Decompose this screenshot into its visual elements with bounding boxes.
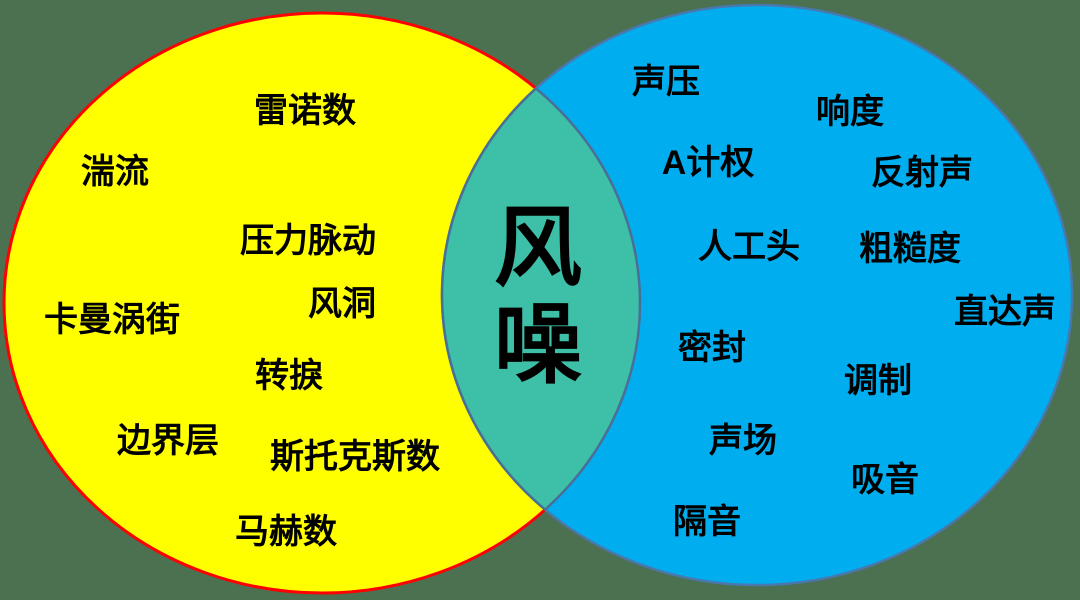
- overlap-lens-right-arc: [442, 11, 642, 585]
- acoustics-term: 粗糙度: [859, 230, 961, 268]
- fluid-dynamics-term: 斯托克斯数: [270, 438, 440, 476]
- overlap-title-wind-noise: 风 噪: [494, 199, 582, 393]
- acoustics-term: 响度: [816, 93, 884, 131]
- fluid-dynamics-term: 压力脉动: [240, 222, 376, 260]
- fluid-dynamics-term: 边界层: [117, 422, 219, 460]
- acoustics-term: 隔音: [673, 503, 741, 541]
- acoustics-term: 人工头: [698, 228, 800, 266]
- acoustics-term: 密封: [678, 329, 746, 367]
- acoustics-term: 调制: [844, 362, 912, 400]
- fluid-dynamics-term: 湍流: [81, 153, 149, 191]
- overlap-title-line2: 噪: [493, 295, 583, 394]
- fluid-dynamics-term: 风洞: [308, 285, 376, 323]
- acoustics-term: 声压: [632, 63, 700, 101]
- overlap-title-line1: 风: [493, 198, 583, 297]
- acoustics-term: A计权: [661, 144, 755, 182]
- fluid-dynamics-term: 转捩: [255, 357, 323, 395]
- acoustics-term: 声场: [709, 422, 777, 460]
- fluid-dynamics-term: 雷诺数: [254, 92, 356, 130]
- acoustics-term: 吸音: [851, 461, 919, 499]
- acoustics-term: 直达声: [954, 293, 1056, 331]
- fluid-dynamics-term: 马赫数: [235, 513, 337, 551]
- acoustics-term: 反射声: [871, 154, 973, 192]
- fluid-dynamics-term: 卡曼涡街: [44, 301, 180, 339]
